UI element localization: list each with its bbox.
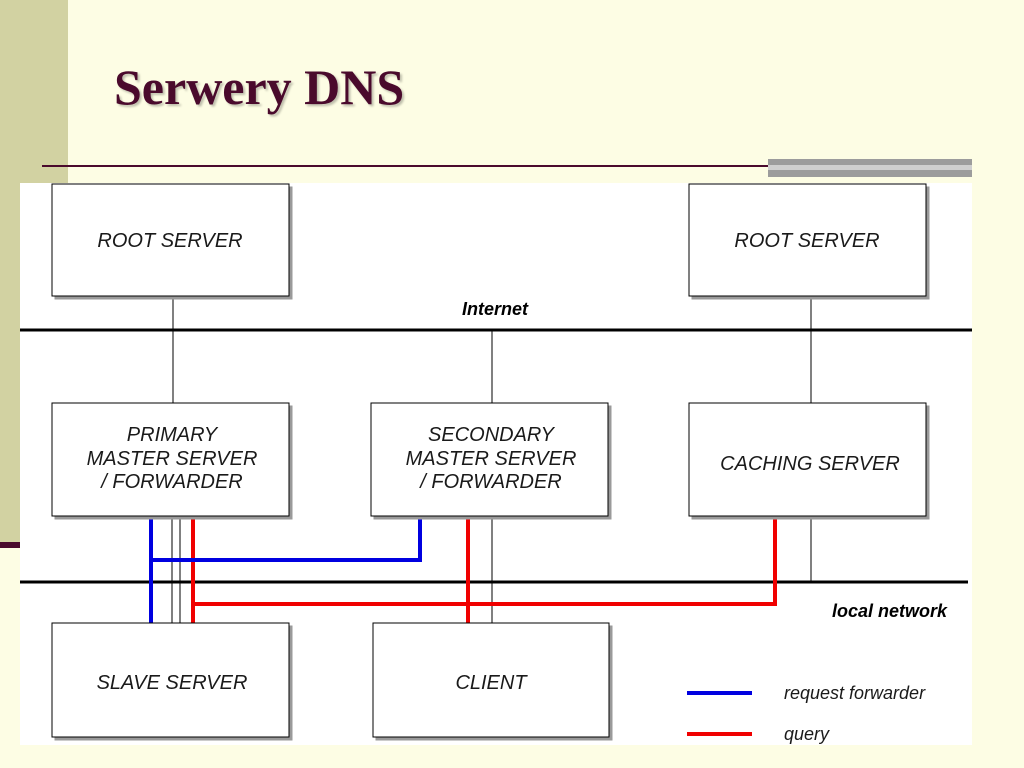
slave-server: SLAVE SERVER [51,622,290,738]
secondary-master-server: SECONDARY MASTER SERVER / FORWARDER [370,402,609,517]
local-network-label: local network [832,601,948,621]
primary-master-server: PRIMARY MASTER SERVER / FORWARDER [51,402,290,517]
title-underline-accent [768,159,972,177]
legend-query-label: query [784,724,830,744]
legend: request forwarder query [687,683,926,744]
primary-label-line-3: / FORWARDER [99,471,243,493]
title-underline [42,165,972,167]
dns-diagram-svg: Internet local network ROOT SERVER ROOT … [20,183,972,744]
caching-server: CACHING SERVER [688,402,927,517]
root-server-left: ROOT SERVER [51,183,290,297]
root-server-right: ROOT SERVER [688,183,927,297]
decorative-side-mark [0,542,22,548]
caching-server-label: CACHING SERVER [720,453,900,475]
internet-label: Internet [462,299,529,319]
query-paths [191,516,777,623]
secondary-label-line-2: MASTER SERVER [406,448,577,470]
legend-request-forwarder-label: request forwarder [784,683,926,703]
root-server-left-label: ROOT SERVER [97,230,242,252]
forwarder-path-slave-secondary [151,516,422,562]
request-forwarder-paths [149,516,422,623]
primary-label-line-1: PRIMARY [127,424,219,446]
slave-server-label: SLAVE SERVER [97,672,248,694]
client-label: CLIENT [455,672,528,694]
primary-label-line-2: MASTER SERVER [87,448,258,470]
secondary-label-line-3: / FORWARDER [418,471,562,493]
dns-diagram: Internet local network ROOT SERVER ROOT … [20,183,972,745]
query-path-slave-caching [193,516,777,606]
root-server-right-label: ROOT SERVER [734,230,879,252]
client: CLIENT [372,622,610,738]
secondary-label-line-1: SECONDARY [428,424,556,446]
slide-title: Serwery DNS [114,59,405,115]
